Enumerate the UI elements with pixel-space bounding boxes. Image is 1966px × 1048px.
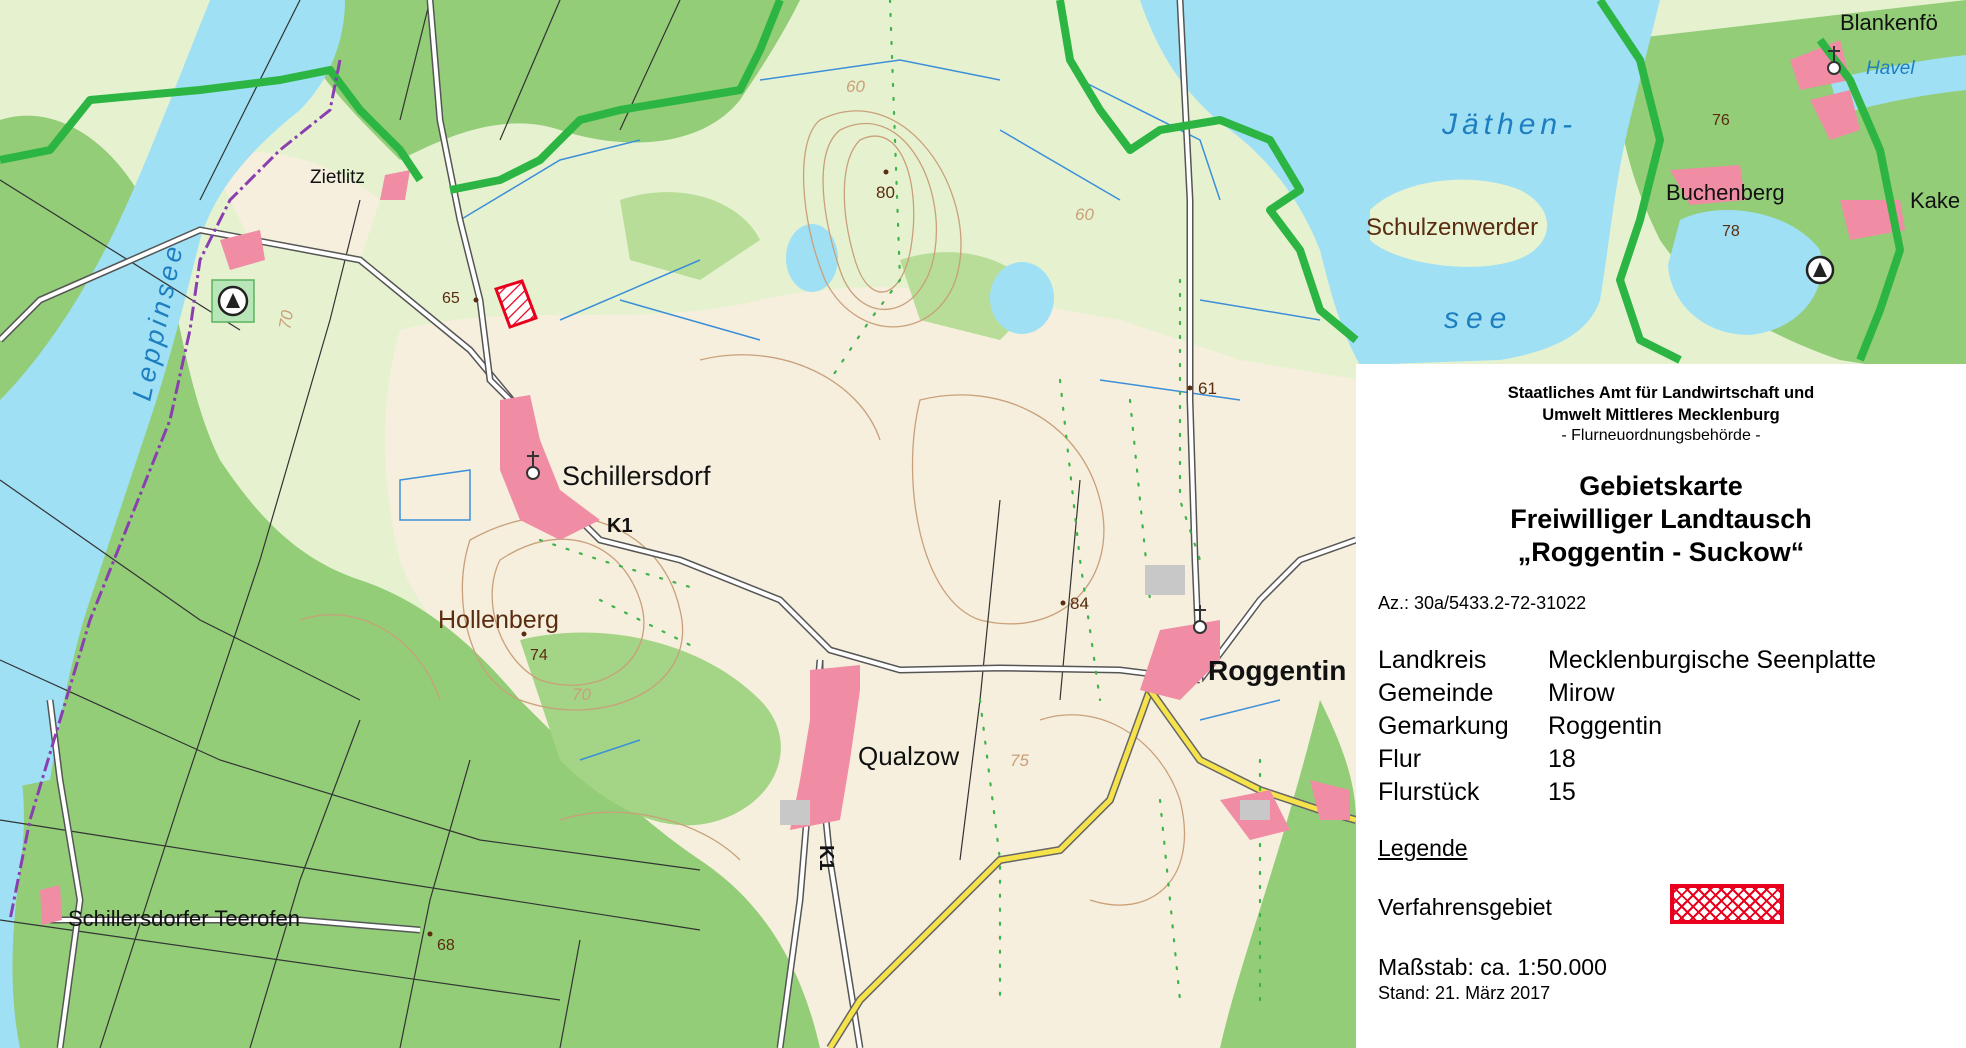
road-label-k1: K1 [607,515,633,537]
field-key: Flurstück [1378,778,1480,806]
road-label-k1: K1 [815,845,837,871]
place-label-schillersdorf: Schillersdorf [562,461,711,491]
height-point-icon [427,931,433,937]
church-icon [1193,605,1207,634]
forest-center2 [620,192,760,280]
farmland-area [385,287,1360,1048]
height-label: 70 [275,308,297,330]
church-icon [1827,46,1841,75]
water-label-see: see [1444,302,1513,335]
place-label-kake: Kake [1910,188,1960,213]
field-row: Landkreis Mecklenburgische Seenplatte [1378,644,1876,677]
height-label: 61 [1198,379,1217,398]
procedure-area [494,279,538,329]
file-reference: Az.: 30a/5433.2-72-31022 [1378,593,1587,613]
height-label: 60 [846,77,865,96]
field-value: Mirow [1548,679,1615,707]
zietlitz-village [220,230,265,270]
legend-item-label: Verfahrensgebiet [1378,894,1552,920]
height-label: 74 [530,647,548,664]
havel-river [1830,55,1966,115]
buchenberg-lake [1668,210,1822,335]
forest-north [280,0,800,160]
contour-lines [299,110,1186,906]
field-value: Mecklenburgische Seenplatte [1548,646,1876,674]
teerofen-village [40,885,62,925]
height-label: 70 [572,685,591,704]
procedure-area-swatch-icon [1670,884,1784,924]
campsite-icon [1805,255,1835,285]
map-labels: Zietlitz Schillersdorf Hollenberg Qualzo… [68,10,1960,954]
map-scale: Maßstab: ca. 1:50.000 [1378,954,1607,980]
height-label: 76 [1712,112,1730,129]
height-label: 60 [1075,205,1094,224]
height-point-icon [1187,385,1193,391]
schulzenwerder-island [1370,179,1548,267]
height-label: 84 [1070,594,1089,613]
height-label: 75 [1010,751,1029,770]
legend-heading: Legende [1378,835,1468,861]
height-point-icon [1060,600,1066,606]
water-label-jaethen: Jäthen- [1441,108,1577,141]
height-label: 65 [442,290,460,307]
map-info-panel: Staatliches Amt für Landwirtschaft und U… [1356,364,1966,1048]
place-label-roggentin: Roggentin [1208,655,1346,686]
map-title: Gebietskarte Freiwilliger Landtausch „Ro… [1510,471,1812,567]
forest-hollenberg [520,632,781,826]
height-label: 78 [1722,223,1740,240]
field-key: Landkreis [1378,646,1487,674]
leppinsee-south [0,720,24,1048]
buildings-grey [780,565,1270,825]
jaethensee-lake [1140,0,1660,365]
location-fields: Landkreis Mecklenburgische Seenplatte Gem… [1378,644,1876,809]
zietlitz-village [380,170,410,200]
campsite-icon [211,279,255,323]
roggentin-village [1140,620,1220,700]
field-row: Flur 18 [1378,743,1876,776]
field-value: 15 [1548,778,1576,806]
forest-west [0,115,820,1048]
place-label-qualzow: Qualzow [858,741,959,771]
place-label-teerofen: Schillersdorfer Teerofen [68,906,300,931]
place-label-buchenberg: Buchenberg [1666,180,1785,205]
legend-item: Verfahrensgebiet [1378,884,1966,926]
authority-subtitle: - Flurneuordnungsbehörde - [1561,427,1761,444]
leppinsee-lake [0,0,345,790]
field-value: 18 [1548,745,1576,773]
height-label: 68 [437,937,455,954]
field-key: Gemeinde [1378,679,1494,707]
pond [786,224,838,292]
agency-name: Staatliches Amt für Landwirtschaft und U… [1507,384,1815,424]
district-boundary [8,59,342,921]
place-label-zietlitz: Zietlitz [310,167,365,188]
field-row: Flurstück 15 [1378,776,1876,809]
buchenberg-village [1670,165,1745,205]
place-label-blankenfoerde: Blankenfö [1840,10,1938,35]
height-point-icon [473,297,479,303]
buchenberg-village [1810,90,1860,140]
field-row: Gemarkung Roggentin [1378,710,1876,743]
height-point-icon [521,631,527,637]
church-icon [526,451,540,480]
municipal-boundary [0,0,1904,364]
place-label-schulzenwerder: Schulzenwerder [1366,214,1538,241]
field-row: Gemeinde Mirow [1378,677,1876,710]
field-key: Flur [1378,745,1422,773]
water-label-havel: Havel [1866,58,1915,79]
height-label: 80 [876,183,895,202]
field-value: Roggentin [1548,712,1662,740]
height-point-icon [883,169,889,175]
map-date: Stand: 21. März 2017 [1378,983,1551,1003]
drainage-ditches [399,59,1321,761]
place-label-hollenberg: Hollenberg [438,606,559,634]
roggentin-village [1310,780,1350,820]
qualzow-village [790,665,860,830]
schillersdorf-village [500,395,600,540]
field-key: Gemarkung [1378,712,1509,740]
pond [990,262,1054,334]
